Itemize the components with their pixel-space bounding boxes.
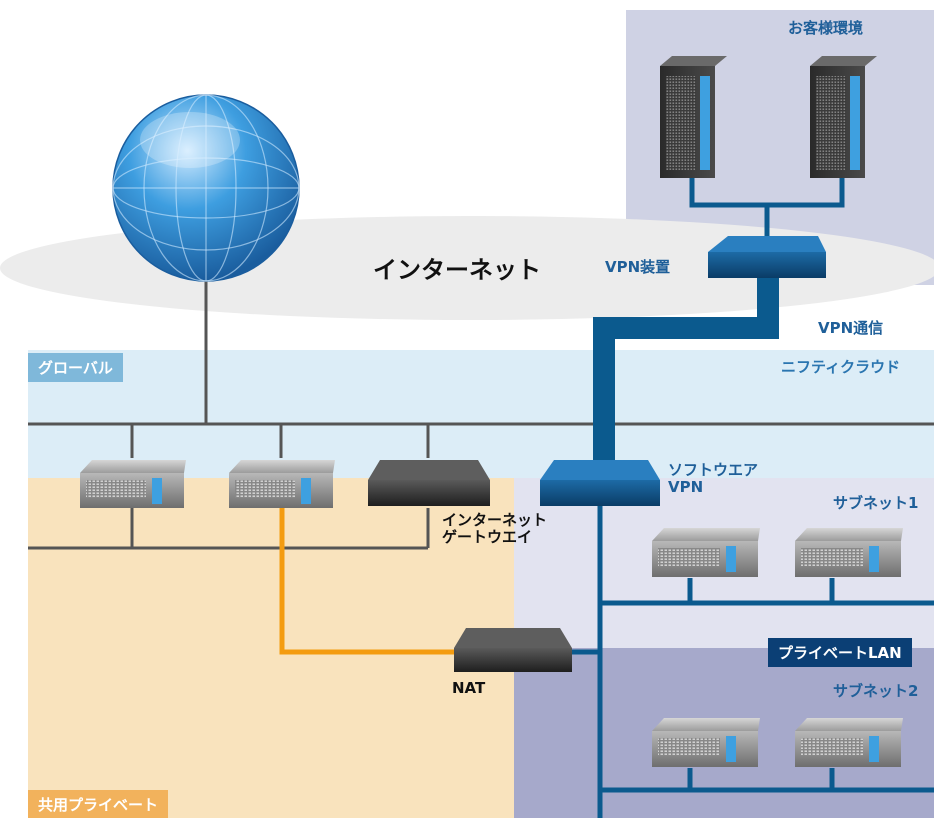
internet-gateway-label: インターネット ゲートウエイ <box>442 511 548 547</box>
global-zone-tag: グローバル <box>28 353 123 382</box>
rack-server-icon <box>795 528 903 577</box>
customer-environment-label: お客様環境 <box>788 19 864 37</box>
rack-server-icon <box>795 718 903 767</box>
shared-private-zone-tag: 共用プライベート <box>28 790 169 818</box>
software-vpn-label: ソフトウエア VPN <box>668 461 759 497</box>
vpn-tunnel-line <box>593 276 779 466</box>
tower-server-icon <box>810 56 877 178</box>
nifty-cloud-global-band <box>28 350 934 478</box>
rack-server-icon <box>652 528 760 577</box>
vpn-device-label: VPN装置 <box>605 258 671 276</box>
nifty-cloud-label: ニフティクラウド <box>781 358 901 376</box>
rack-server-icon <box>652 718 760 767</box>
private-lan-lines <box>572 500 934 818</box>
nat-label: NAT <box>452 679 486 697</box>
globe-icon <box>112 94 300 282</box>
network-device-icon <box>454 628 572 672</box>
software-vpn-label-line2: VPN <box>668 478 704 497</box>
subnet2-label: サブネット2 <box>833 682 919 700</box>
customer-server-links <box>689 178 845 240</box>
vpn-communication-label: VPN通信 <box>818 319 884 337</box>
rack-server-icon <box>229 460 335 508</box>
nat-line <box>279 508 456 655</box>
internet-label: インターネット <box>373 256 541 284</box>
private-lan-tag: プライベートLAN <box>768 638 912 667</box>
network-device-icon <box>708 236 826 278</box>
internet-gateway-label-line1: インターネット <box>442 511 548 529</box>
rack-server-icon <box>80 460 186 508</box>
network-device-icon <box>540 460 660 506</box>
software-vpn-label-line1: ソフトウエア <box>668 461 759 479</box>
tower-server-icon <box>660 56 727 178</box>
internet-gateway-label-line2: ゲートウエイ <box>442 528 533 547</box>
shared-private-zone <box>28 478 514 818</box>
subnet1-label: サブネット1 <box>833 494 919 512</box>
network-device-icon <box>368 460 490 506</box>
